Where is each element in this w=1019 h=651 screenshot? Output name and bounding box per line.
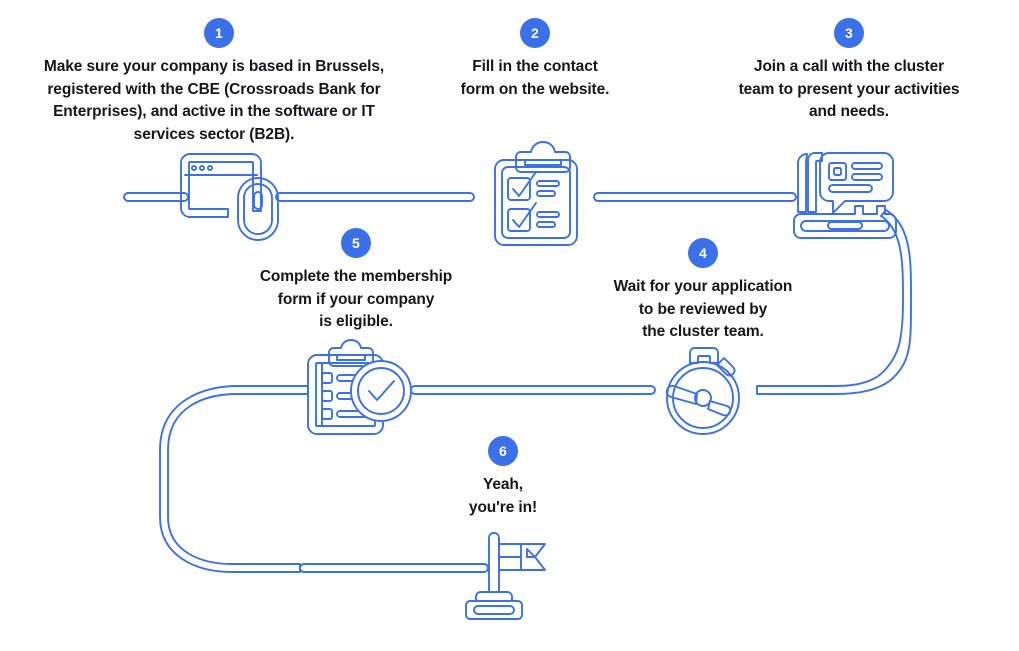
browser-window-mouse-icon <box>180 153 279 241</box>
step-caption-5: Complete the membership form if your com… <box>259 268 453 330</box>
clipboard-approved-icon <box>307 339 412 435</box>
step-caption-6: Yeah, you're in! <box>468 476 538 516</box>
stopwatch-icon <box>665 347 740 435</box>
connector-step2-to-step3 <box>593 192 797 202</box>
step-caption-1: Make sure your company is based in Bruss… <box>43 58 385 143</box>
step-badge-5: 5 <box>341 228 371 258</box>
connector-step4-to-step5 <box>410 385 656 395</box>
step-badge-6: 6 <box>488 436 518 466</box>
step-badge-1: 1 <box>204 18 234 48</box>
connector-curve-left <box>159 385 309 573</box>
step-caption-4: Wait for your application to be reviewed… <box>613 278 793 340</box>
finish-flag-icon <box>465 532 546 620</box>
step-badge-4: 4 <box>688 238 718 268</box>
connector-row1-start <box>123 192 189 202</box>
connector-step1-to-step2 <box>275 192 475 202</box>
step-badge-2: 2 <box>520 18 550 48</box>
step-caption-2: Fill in the contact form on the website. <box>460 58 610 98</box>
laptop-video-call-icon <box>793 152 897 239</box>
step-caption-3: Join a call with the cluster team to pre… <box>738 58 960 120</box>
connector-to-finish-flag <box>299 563 489 573</box>
step-badge-3: 3 <box>834 18 864 48</box>
clipboard-checklist-icon <box>494 141 578 246</box>
